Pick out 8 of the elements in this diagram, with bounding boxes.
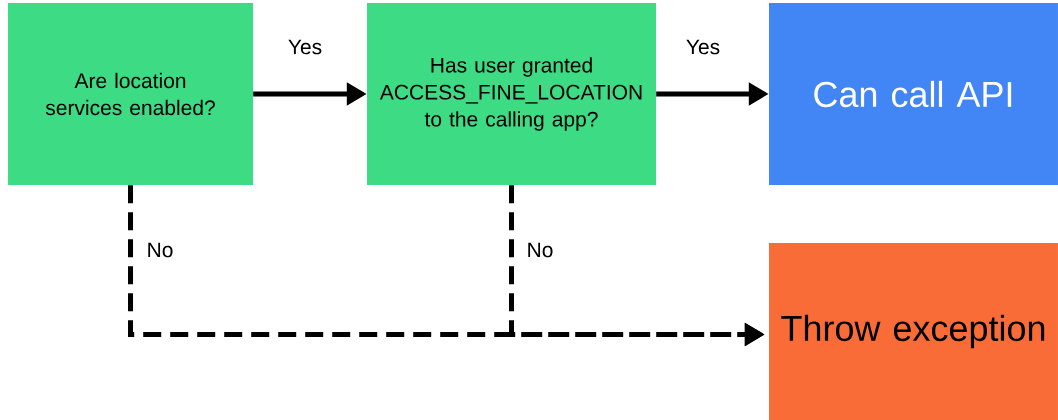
edge-label: No bbox=[524, 240, 556, 260]
result-box: Throw exception bbox=[769, 243, 1058, 420]
decision-box: Are location services enabled? bbox=[8, 3, 253, 185]
result-box: Can call API bbox=[769, 3, 1058, 185]
decision-box: Has user granted ACCESS_FINE_LOCATION to the calling app? bbox=[367, 3, 656, 185]
edge-label: Yes bbox=[285, 37, 325, 57]
edge-label: No bbox=[144, 240, 176, 260]
edge-label: Yes bbox=[683, 37, 723, 57]
